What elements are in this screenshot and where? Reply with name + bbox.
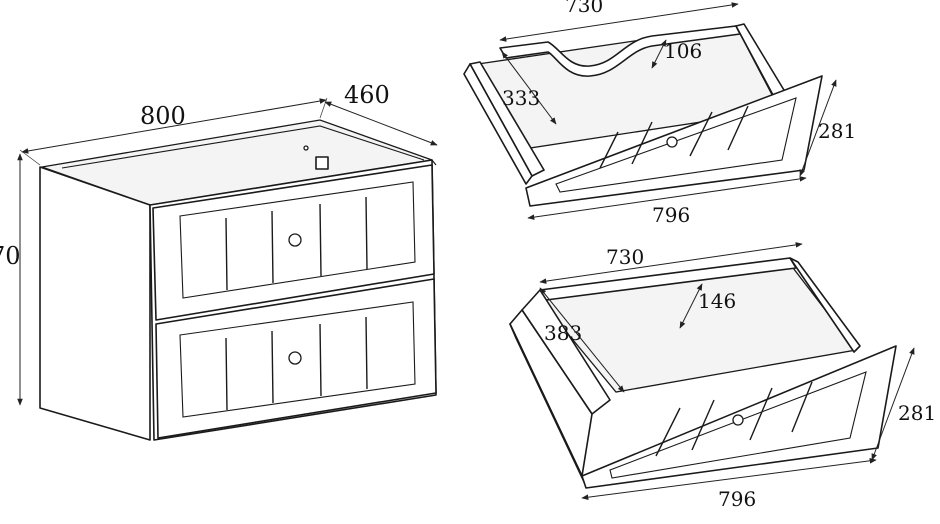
dim-line-top-inner-width bbox=[499, 2, 739, 42]
bottom-drawer-front-height-label: 281 bbox=[898, 401, 936, 425]
bottom-drawer-front-width-label: 796 bbox=[718, 487, 756, 511]
dim-line-depth bbox=[324, 101, 438, 146]
cabinet-top-drawer-front bbox=[152, 164, 435, 321]
dim-line-top-notch bbox=[651, 39, 667, 69]
knob-icon[interactable] bbox=[288, 351, 302, 365]
dim-line-bottom-front-width bbox=[581, 458, 877, 500]
dim-line-width bbox=[21, 98, 327, 154]
bottom-drawer-inner-height-label: 383 bbox=[544, 321, 582, 345]
dim-line-bottom-inner-height bbox=[539, 287, 625, 393]
dim-line-top-inner-height bbox=[501, 51, 557, 125]
dim-line-bottom-inner-depth bbox=[679, 283, 703, 329]
bottom-drawer-inner-depth-label: 146 bbox=[698, 289, 736, 313]
cabinet-side-panel bbox=[39, 166, 151, 441]
dim-line-bottom-front-height bbox=[871, 347, 915, 461]
drawer-bottom-detail bbox=[509, 242, 915, 500]
top-drawer-front-width-label: 796 bbox=[652, 203, 690, 227]
dim-line-top-front-height bbox=[799, 79, 837, 177]
top-drawer-front-height-label: 281 bbox=[818, 119, 856, 143]
dim-line-bottom-inner-width bbox=[539, 242, 803, 284]
knob-icon[interactable] bbox=[288, 233, 302, 247]
cabinet-width-label: 800 bbox=[140, 102, 186, 130]
cabinet-depth-label: 460 bbox=[344, 81, 390, 109]
vanity-cabinet bbox=[17, 97, 438, 441]
top-drawer-inner-height-label: 333 bbox=[502, 86, 540, 110]
top-drawer-notch-label: 106 bbox=[664, 39, 702, 63]
dim-line-top-front-width bbox=[527, 176, 807, 220]
knob-icon[interactable] bbox=[666, 136, 678, 148]
cabinet-bottom-drawer-front bbox=[155, 278, 437, 439]
cabinet-inner-bracket bbox=[315, 156, 329, 170]
cabinet-height-label: 70 bbox=[0, 242, 21, 270]
top-drawer-inner-width-label: 730 bbox=[565, 0, 603, 17]
drawer-top-detail bbox=[463, 2, 837, 220]
knob-icon[interactable] bbox=[732, 414, 744, 426]
bottom-drawer-inner-width-label: 730 bbox=[606, 245, 644, 269]
